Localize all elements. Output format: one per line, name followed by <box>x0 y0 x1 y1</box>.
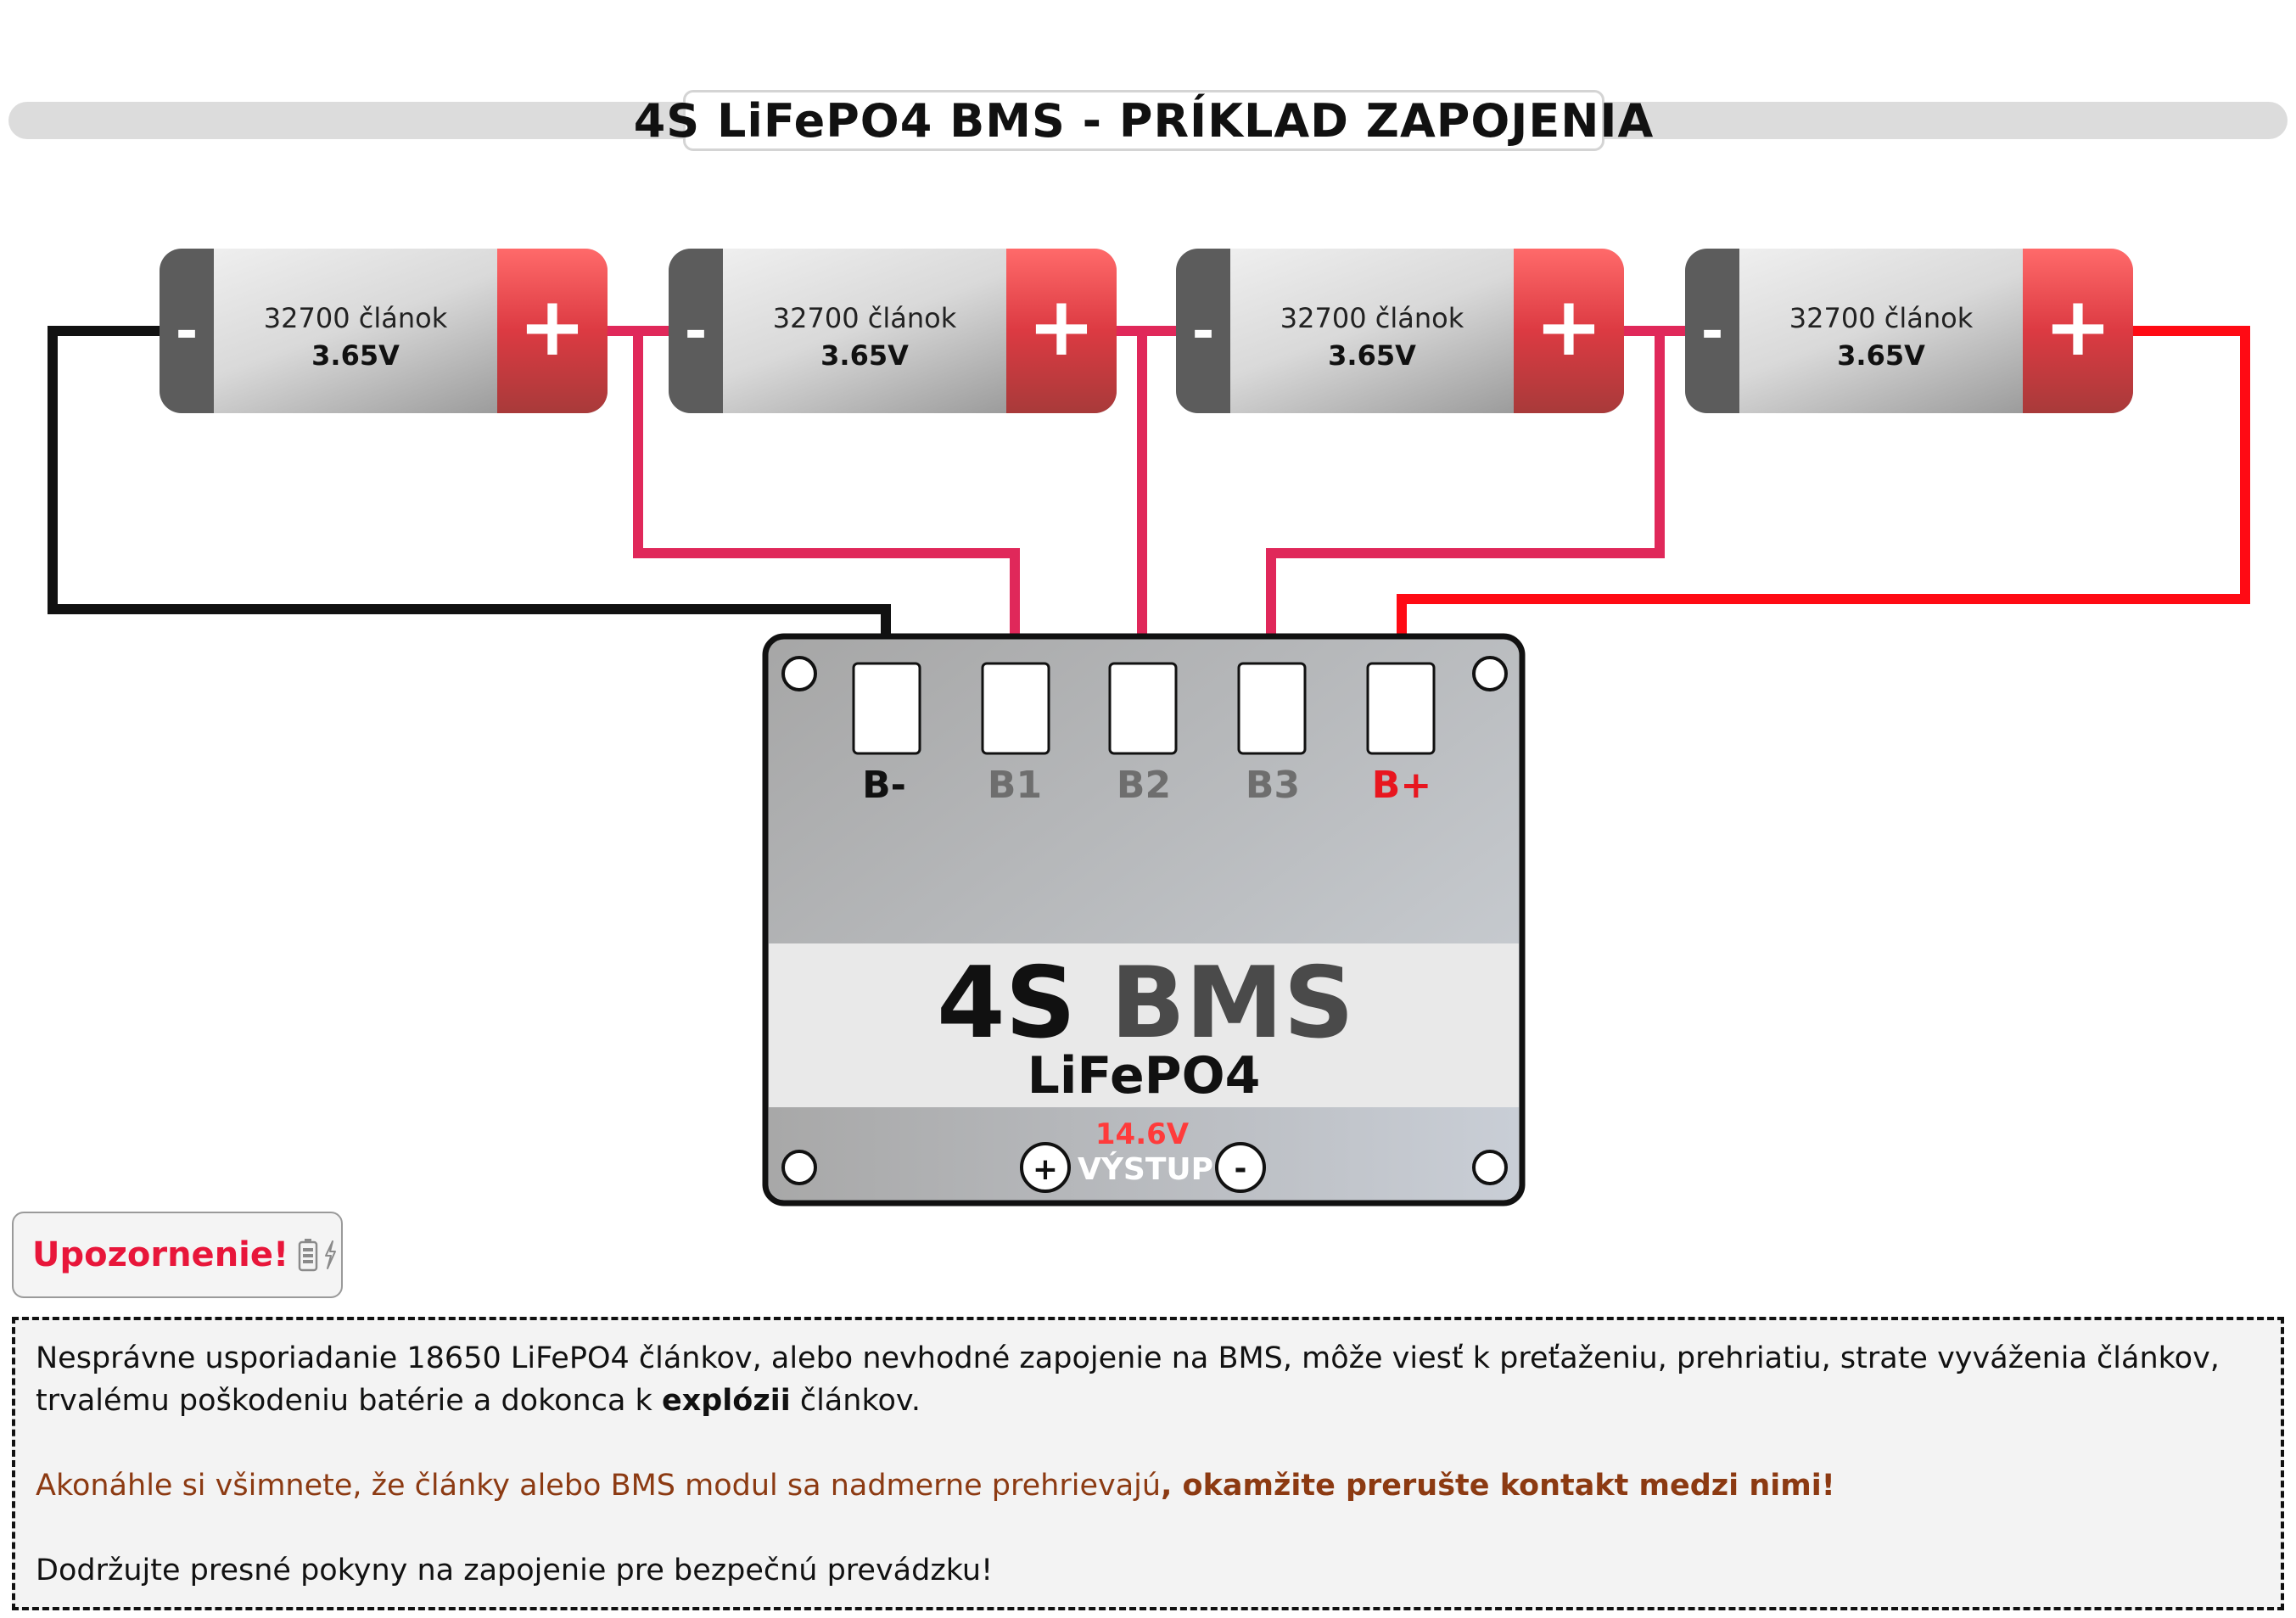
cell-4: - + 32700 článok 3.65V <box>1685 249 2133 413</box>
terminal-label-b-minus: B- <box>862 764 906 807</box>
warning-icons <box>297 1238 338 1272</box>
wire-b3-drop <box>1266 331 1665 670</box>
cell-2-pos-sign: + <box>1028 279 1095 374</box>
bms-chemistry: LiFePO4 <box>1028 1046 1261 1106</box>
output-minus-terminal <box>1215 1142 1266 1193</box>
wire-b-plus <box>1397 326 2250 670</box>
cell-4-voltage: 3.65V <box>1837 339 1925 372</box>
bms-module: B- B1 B2 B3 B+ 4S BMS LiFePO4 14.6V VÝST… <box>762 633 1526 1207</box>
cell-4-neg-sign: - <box>1701 300 1724 363</box>
cell-3-label: 32700 článok <box>1280 302 1464 334</box>
terminal-pad-b3 <box>1237 662 1307 755</box>
warning-badge: Upozornenie! <box>12 1212 343 1298</box>
terminal-pad-b2 <box>1108 662 1178 755</box>
wiring-diagram: - + 32700 článok 3.65V - + 32700 článok … <box>48 249 2250 1207</box>
notice-emphasis-disconnect: , okamžite prerušte kontakt medzi nimi! <box>1161 1469 1835 1503</box>
cell-2-label: 32700 článok <box>773 302 957 334</box>
battery-icon <box>299 1239 318 1272</box>
cell-4-label: 32700 článok <box>1789 302 1974 334</box>
output-label: VÝSTUP <box>1078 1151 1213 1187</box>
bms-name-4s: 4S <box>937 946 1076 1061</box>
terminal-label-b3: B3 <box>1246 764 1300 807</box>
lightning-icon <box>325 1240 337 1269</box>
output-plus-sign: + <box>1033 1152 1058 1187</box>
wires <box>48 326 2250 670</box>
output-minus-sign: - <box>1235 1151 1247 1186</box>
terminal-label-b1: B1 <box>988 764 1042 807</box>
cell-2: - + 32700 článok 3.65V <box>669 249 1117 413</box>
output-voltage: 14.6V <box>1095 1117 1190 1151</box>
notice-emphasis-explosion: explózii <box>661 1384 791 1418</box>
page-title: 4S LiFePO4 BMS - PRÍKLAD ZAPOJENIA <box>634 90 1653 151</box>
terminal-pad-b1 <box>981 662 1050 755</box>
wire-b-minus <box>48 326 891 670</box>
bms-name: 4S BMS <box>937 946 1354 1061</box>
notice-paragraph-2: Akonáhle si všimnete, že články alebo BM… <box>36 1469 1835 1503</box>
bms-name-bms: BMS <box>1111 946 1354 1061</box>
cell-3-pos-sign: + <box>1535 279 1603 374</box>
cell-3: - + 32700 článok 3.65V <box>1176 249 1624 413</box>
cell-1-label: 32700 článok <box>264 302 448 334</box>
terminal-label-b-plus: B+ <box>1372 764 1431 807</box>
cell-4-pos-sign: + <box>2044 279 2112 374</box>
terminal-pad-b-minus <box>852 662 921 755</box>
cell-1: - + 32700 článok 3.65V <box>160 249 608 413</box>
warning-label: Upozornenie! <box>32 1235 289 1274</box>
cell-1-voltage: 3.65V <box>311 339 400 372</box>
output-plus-terminal <box>1020 1142 1071 1193</box>
cell-2-neg-sign: - <box>685 300 708 363</box>
mount-hole <box>781 656 817 691</box>
cell-3-voltage: 3.65V <box>1328 339 1416 372</box>
safety-notice: Nesprávne usporiadanie 18650 LiFePO4 člá… <box>12 1317 2284 1610</box>
terminal-label-b2: B2 <box>1117 764 1171 807</box>
cell-2-voltage: 3.65V <box>820 339 909 372</box>
mount-hole <box>1472 656 1508 691</box>
cell-1-pos-sign: + <box>518 279 586 374</box>
notice-paragraph-3: Dodržujte presné pokyny na zapojenie pre… <box>36 1554 994 1587</box>
mount-hole <box>781 1150 817 1185</box>
mount-hole <box>1472 1150 1508 1185</box>
cell-3-neg-sign: - <box>1192 300 1215 363</box>
notice-paragraph-1: Nesprávne usporiadanie 18650 LiFePO4 člá… <box>36 1341 2220 1418</box>
cell-1-neg-sign: - <box>176 300 199 363</box>
terminal-pad-b-plus <box>1366 662 1436 755</box>
